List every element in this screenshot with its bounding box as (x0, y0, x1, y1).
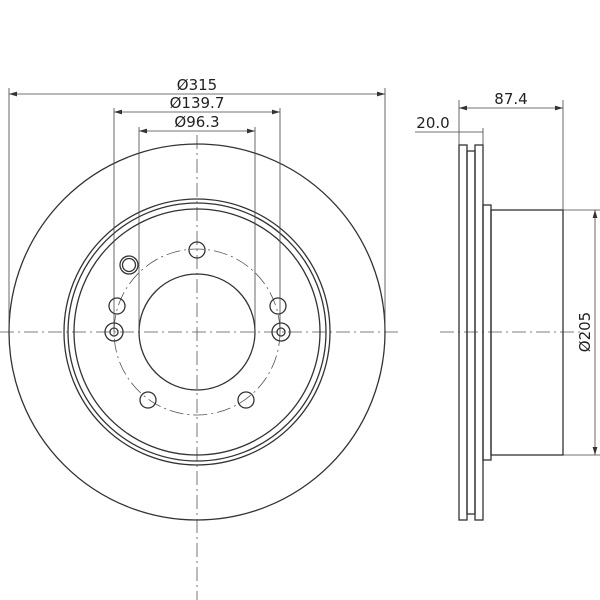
outer-diameter-label: Ø315 (177, 76, 217, 94)
thickness-label: 20.0 (416, 114, 449, 132)
screw-hole (119, 255, 139, 275)
bolt-hole (188, 241, 206, 259)
bolt-hole (108, 297, 126, 315)
side-view: 87.4 20.0 Ø205 (415, 90, 600, 521)
locating-hole-inner (276, 327, 286, 337)
hat-body (490, 209, 564, 456)
hat-ring-outer (63, 198, 331, 466)
center-bore-label: Ø96.3 (174, 113, 219, 131)
vent-core (466, 150, 476, 515)
hat-ring-inner (73, 208, 321, 456)
front-view: Ø315 Ø139.7 Ø96.3 (0, 76, 398, 600)
friction-plate-inner (474, 144, 484, 521)
bolt-hole (139, 391, 157, 409)
bolt-hole (269, 297, 287, 315)
bolt-hole (237, 391, 255, 409)
hat-flange (482, 204, 492, 461)
hat-ring-middle (67, 202, 327, 462)
locating-hole (271, 322, 291, 342)
screw-hole-inner (121, 257, 137, 273)
hat-diameter-label: Ø205 (576, 312, 594, 352)
friction-plate-outer (458, 144, 468, 521)
pcd-label: Ø139.7 (170, 94, 225, 112)
height-label: 87.4 (494, 90, 527, 108)
